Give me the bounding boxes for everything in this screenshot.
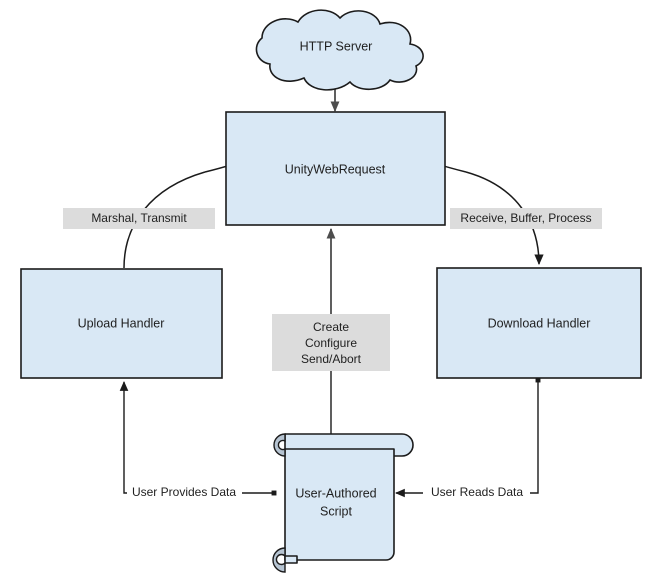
upload-handler-box bbox=[20, 268, 223, 379]
edge-user-provides-data-line bbox=[119, 381, 277, 496]
download-handler-label: Download Handler bbox=[488, 316, 591, 330]
marshal-transmit-chip-bg bbox=[63, 208, 215, 229]
create-configure-send-label-line2: Configure bbox=[305, 336, 357, 350]
script-top-curl-icon bbox=[273, 433, 286, 457]
unity-web-request-box bbox=[225, 111, 446, 226]
script-bottom-curl-icon bbox=[272, 547, 286, 573]
receive-buffer-process-chip-bg bbox=[450, 208, 602, 229]
node-download-handler[interactable]: Download Handler bbox=[436, 267, 642, 379]
edge-label-create-configure-send: Create Configure Send/Abort bbox=[272, 314, 390, 371]
edge-label-user-reads-data: User Reads Data bbox=[423, 483, 530, 502]
http-server-cloud-shape bbox=[255, 9, 424, 91]
edge-request-to-download-line bbox=[465, 171, 544, 266]
edge-label-marshal-transmit: Marshal, Transmit bbox=[63, 208, 215, 229]
receive-buffer-process-label: Receive, Buffer, Process bbox=[460, 211, 591, 225]
node-http-server[interactable]: HTTP Server bbox=[255, 9, 424, 91]
user-reads-data-chip-bg bbox=[423, 483, 530, 502]
user-provides-data-label: User Provides Data bbox=[132, 485, 236, 499]
user-script-label-line2: Script bbox=[320, 504, 352, 518]
edge-user-provides-data bbox=[119, 381, 277, 496]
user-script-label-line1: User-Authored bbox=[295, 486, 376, 500]
script-body bbox=[284, 448, 395, 561]
edge-label-user-provides-data: User Provides Data bbox=[127, 483, 242, 502]
node-unity-web-request[interactable]: UnityWebRequest bbox=[225, 111, 446, 226]
node-upload-handler[interactable]: Upload Handler bbox=[20, 268, 223, 379]
user-reads-data-label: User Reads Data bbox=[431, 485, 523, 499]
user-provides-data-chip-bg bbox=[127, 483, 242, 502]
edge-user-reads-data bbox=[395, 377, 541, 498]
create-configure-send-chip-bg bbox=[272, 314, 390, 371]
edge-label-receive-buffer-process: Receive, Buffer, Process bbox=[450, 208, 602, 229]
upload-handler-label: Upload Handler bbox=[78, 316, 165, 330]
marshal-transmit-label: Marshal, Transmit bbox=[91, 211, 187, 225]
create-configure-send-label-line3: Send/Abort bbox=[301, 352, 362, 366]
http-server-label: HTTP Server bbox=[300, 39, 373, 53]
node-user-authored-script[interactable]: User-Authored Script bbox=[272, 433, 414, 573]
unity-web-request-label: UnityWebRequest bbox=[285, 162, 386, 176]
script-bottom-curl-connector bbox=[284, 555, 298, 564]
download-handler-box bbox=[436, 267, 642, 379]
edge-user-reads-data-line bbox=[395, 377, 541, 498]
create-configure-send-label-line1: Create bbox=[313, 320, 349, 334]
